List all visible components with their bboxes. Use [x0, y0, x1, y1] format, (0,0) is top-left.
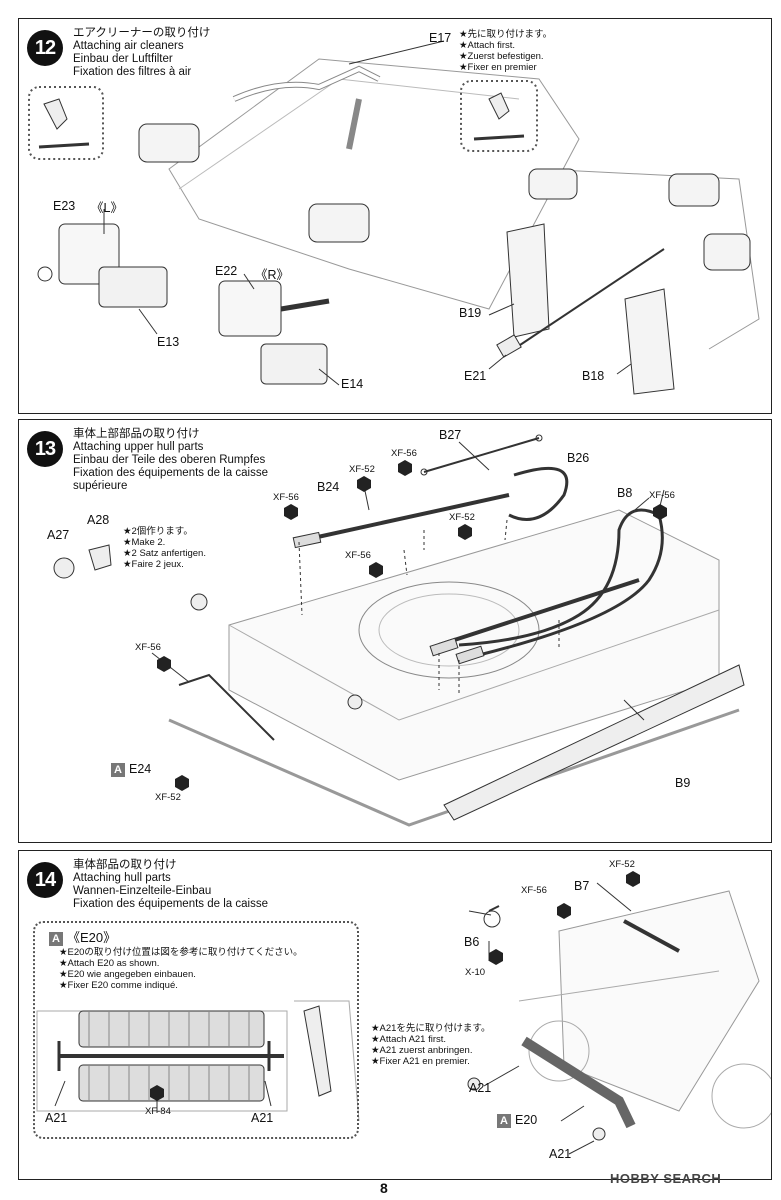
title-ja: 車体上部部品の取り付け — [73, 428, 200, 440]
title-en: Attaching air cleaners — [73, 40, 184, 52]
title-de: Einbau der Teile des oberen Rumpfes — [73, 454, 266, 466]
title-fr: Fixation des équipements de la caisse — [73, 898, 268, 910]
step-13-titles: 車体上部部品の取り付け Attaching upper hull parts E… — [73, 428, 268, 493]
paint-label-xf52: XF-52 — [449, 512, 475, 523]
step-12-illustration — [28, 40, 760, 395]
part-label-a28: A28 — [87, 513, 110, 527]
part-label-b8: B8 — [617, 486, 633, 500]
paint-label-xf56: XF-56 — [649, 490, 675, 501]
paint-label-xf56: XF-56 — [391, 448, 417, 459]
title-fr: Fixation des équipements de la caisse — [73, 467, 268, 479]
paint-label-xf56: XF-56 — [273, 492, 299, 503]
sub-assembly-a-key: A — [497, 1113, 511, 1128]
sub-assembly-a-key: A — [49, 931, 63, 946]
sub-assembly-a-key: A — [111, 762, 125, 777]
e20-inset-note: ★E20の取り付け位置は図を参考に取り付けてください。 ★Attach E20 … — [59, 947, 303, 991]
paint-label-xf52: XF-52 — [155, 792, 181, 803]
paint-label-xf56: XF-56 — [135, 642, 161, 653]
title-de: Einbau der Luftfilter — [73, 53, 173, 65]
part-label-a21: A21 — [549, 1147, 572, 1161]
step-13-panel: 13 車体上部部品の取り付け Attaching upper hull part… — [18, 419, 772, 843]
attach-a21-first-note: ★A21を先に取り付けます。 ★Attach A21 first. ★A21 z… — [371, 1023, 491, 1067]
paint-label-xf52: XF-52 — [609, 859, 635, 870]
step-number-badge: 12 — [27, 30, 63, 66]
title-fr-cont: supérieure — [73, 480, 128, 492]
title-de: Wannen-Einzelteile-Einbau — [73, 885, 212, 897]
part-label-e22: E22 — [215, 264, 238, 278]
part-label-b6: B6 — [464, 935, 480, 949]
part-label-a21: A21 — [251, 1111, 274, 1125]
part-label-b9: B9 — [675, 776, 691, 790]
step-number-badge: 14 — [27, 862, 63, 898]
paint-label-xf56: XF-56 — [345, 550, 371, 561]
part-label-e21: E21 — [464, 369, 487, 383]
make-two-note: ★2個作ります。 ★Make 2. ★2 Satz anfertigen. ★F… — [123, 526, 206, 570]
part-label-b27: B27 — [439, 428, 462, 442]
step-14-illustration — [36, 871, 771, 1155]
step-12-panel: 12 エアクリーナーの取り付け Attaching air cleaners E… — [18, 18, 772, 414]
step-13-illustration — [53, 434, 745, 827]
part-label-b24: B24 — [317, 480, 340, 494]
title-en: Attaching hull parts — [73, 872, 171, 884]
title-fr: Fixation des filtres à air — [73, 66, 192, 78]
step-number-badge: 13 — [27, 431, 63, 467]
title-ja: 車体部品の取り付け — [73, 859, 177, 871]
paint-label-xf52: XF-52 — [349, 464, 375, 475]
part-label-e14: E14 — [341, 377, 364, 391]
e20-inset-title: A《E20》 — [49, 927, 116, 946]
title-ja: エアクリーナーの取り付け — [73, 27, 211, 39]
part-label-b18: B18 — [582, 369, 605, 383]
watermark-text: HOBBY SEARCH — [610, 1171, 722, 1186]
part-label-b26: B26 — [567, 451, 590, 465]
paint-label-xf84: XF-84 — [145, 1106, 171, 1117]
paint-label-xf56: XF-56 — [521, 885, 547, 896]
e20-inset-box — [33, 921, 359, 1139]
part-label-b7: B7 — [574, 879, 590, 893]
attach-first-note: ★先に取り付けます。 ★Attach first. ★Zuerst befest… — [459, 29, 553, 73]
part-label-e17: E17 — [429, 31, 452, 45]
part-label-e23: E23 — [53, 199, 76, 213]
step-14-titles: 車体部品の取り付け Attaching hull parts Wannen-Ei… — [73, 859, 268, 911]
part-label-left-side: 《L》 — [91, 201, 123, 215]
paint-label-x10: X-10 — [465, 967, 486, 978]
step-14-panel: 14 車体部品の取り付け Attaching hull parts Wannen… — [18, 850, 772, 1180]
part-label-right-side: 《R》 — [255, 268, 290, 282]
title-en: Attaching upper hull parts — [73, 441, 204, 453]
part-label-a21: A21 — [45, 1111, 68, 1125]
page-number: 8 — [380, 1180, 388, 1196]
part-label-a27: A27 — [47, 528, 70, 542]
part-label-b19: B19 — [459, 306, 482, 320]
step-12-titles: エアクリーナーの取り付け Attaching air cleaners Einb… — [73, 27, 210, 79]
part-label-e13: E13 — [157, 335, 180, 349]
part-label-a21: A21 — [469, 1081, 492, 1095]
